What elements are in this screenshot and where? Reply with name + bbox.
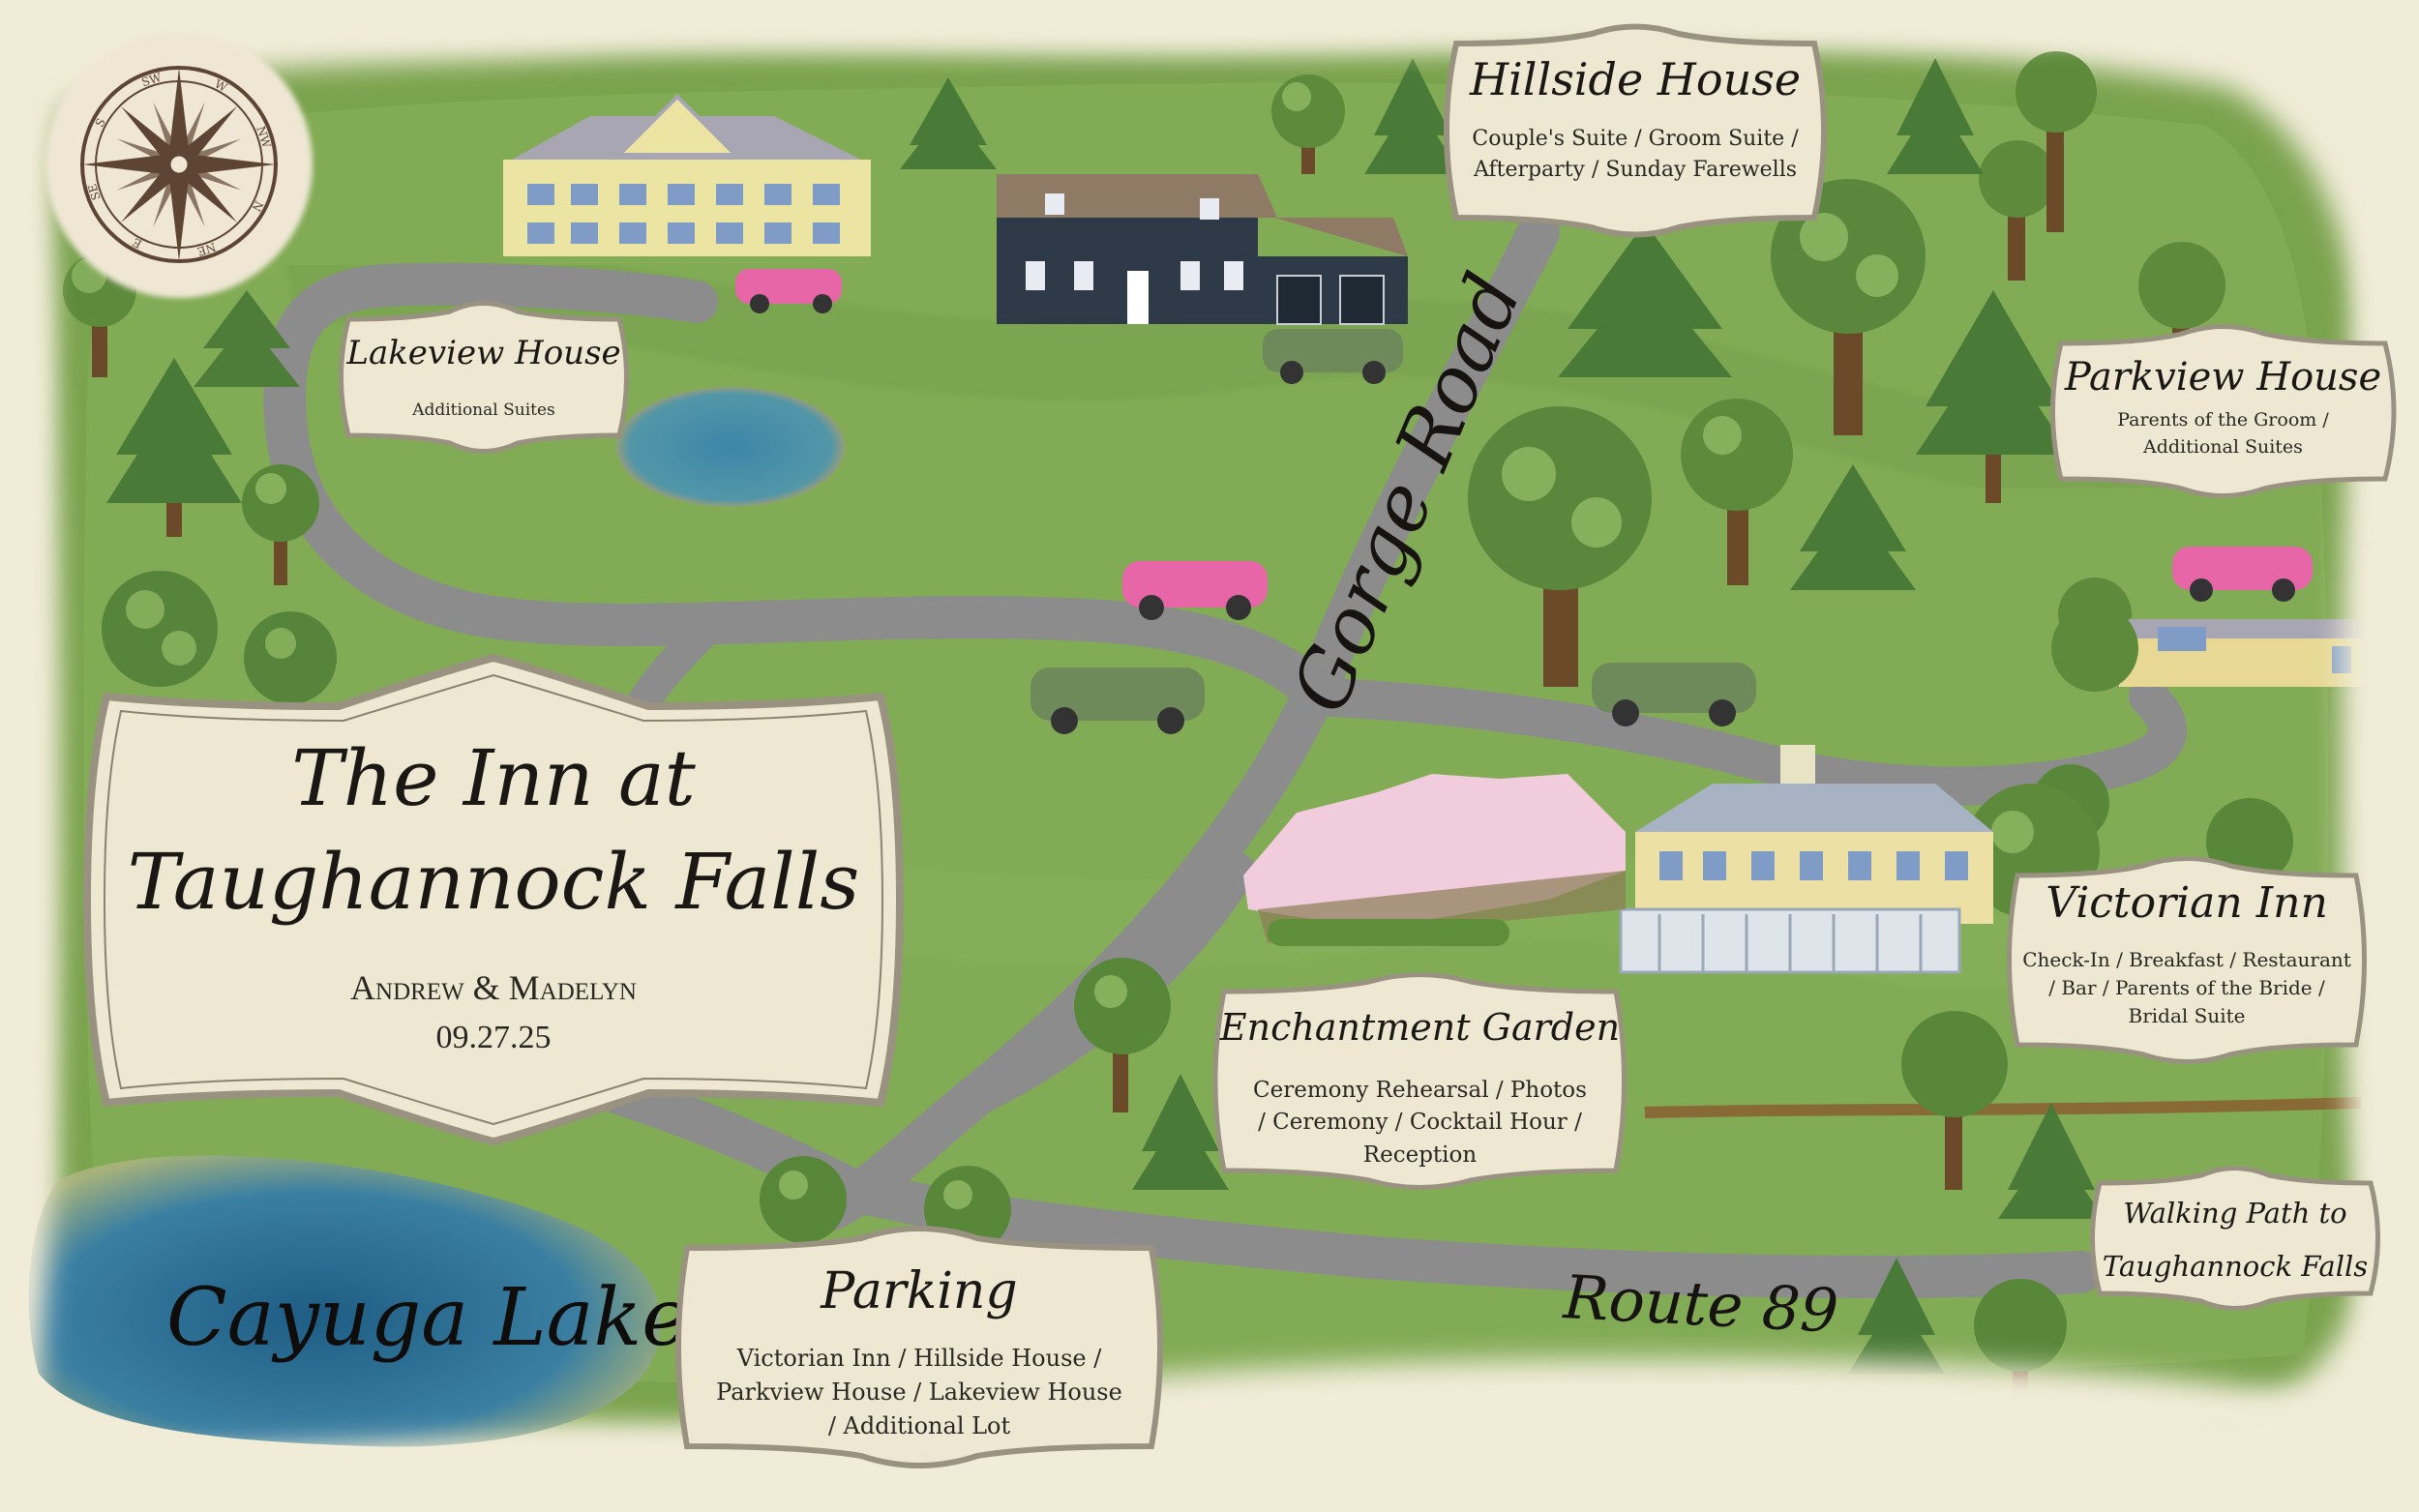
walking-path-title: Walking Path to Taughannock Falls — [2102, 1197, 2369, 1284]
lakeview-house-title: Lakeview House — [346, 334, 621, 372]
tree — [1848, 1258, 1945, 1374]
victorian-inn-desc: Check-In / Breakfast / Restaurant / Bar … — [2022, 948, 2351, 1027]
car-pink — [735, 269, 842, 313]
victorian-inn-title: Victorian Inn — [2046, 878, 2328, 928]
tree — [106, 358, 242, 537]
wedding-date: 09.27.25 — [435, 1020, 552, 1055]
parking-title: Parking — [821, 1262, 1018, 1320]
tree — [900, 77, 997, 169]
walking-path-card: Walking Path to Taughannock Falls — [2076, 1156, 2395, 1320]
venue-title-line2: Taughannock Falls — [127, 837, 860, 927]
tree — [1558, 222, 1732, 377]
tree — [1998, 1103, 2105, 1219]
tree — [244, 611, 337, 704]
parking-desc: Victorian Inn / Hillside House / Parkvie… — [716, 1345, 1122, 1439]
cayuga-lake — [28, 1155, 661, 1447]
tree — [1916, 290, 2071, 503]
tree — [1887, 58, 1984, 174]
tree — [194, 290, 300, 387]
tent — [1243, 774, 1626, 946]
car-pink — [1122, 561, 1268, 620]
tree — [1979, 140, 2056, 281]
enchantment-garden-card: Enchantment Garden Ceremony Rehearsal / … — [1195, 963, 1645, 1200]
pond — [616, 387, 845, 507]
compass-rose: SW NW NE SE S W N E — [45, 31, 313, 298]
hillside-house-building — [997, 174, 1408, 325]
tree — [1901, 1011, 2008, 1190]
parkview-house-title: Parkview House — [2064, 355, 2382, 400]
cayuga-lake-label: Cayuga Lake — [166, 1272, 689, 1364]
tree — [1790, 464, 1916, 590]
victorian-inn-card: Victorian Inn Check-In / Breakfast / Res… — [1993, 846, 2380, 1074]
compass-label-se: SE — [85, 182, 104, 201]
tree — [2016, 51, 2097, 232]
title-card: The Inn at Taughannock Falls Andrew & Ma… — [48, 648, 939, 1151]
hillside-house-card: Hillside House Couple's Suite / Groom Su… — [1427, 15, 1843, 247]
tree — [1681, 399, 1793, 585]
parkview-house-desc: Parents of the Groom / Additional Suites — [2117, 409, 2329, 458]
compass-label-ne: NE — [195, 240, 218, 258]
tree — [1271, 74, 1345, 174]
venue-title-line1: The Inn at — [291, 733, 696, 823]
parking-card: Parking Victorian Inn / Hillside House /… — [658, 1214, 1180, 1480]
hillside-house-title: Hillside House — [1469, 53, 1802, 105]
tree — [1132, 1074, 1229, 1190]
tree — [760, 1156, 847, 1243]
lakeview-house-desc: Additional Suites — [412, 400, 555, 420]
tree — [1468, 406, 1652, 687]
lakeview-house-card: Lakeview House Additional Suites — [324, 290, 643, 464]
compass-label-nw: NW — [254, 125, 274, 151]
car-green — [1030, 667, 1205, 734]
victorian-inn-building — [1619, 745, 1993, 974]
tree — [102, 571, 218, 687]
hillside-house-desc: Couple's Suite / Groom Suite / Afterpart… — [1472, 127, 1799, 182]
route-89-label: Route 89 — [1561, 1261, 1840, 1347]
car-pink — [2172, 547, 2313, 602]
tree — [1364, 58, 1461, 174]
trees — [63, 51, 2293, 1422]
car-green — [1263, 329, 1403, 384]
tree — [1074, 958, 1171, 1112]
compass-label-sw: SW — [140, 70, 164, 89]
couple-names: Andrew & Madelyn — [350, 968, 637, 1007]
lakeview-house-building — [503, 94, 871, 256]
tree — [242, 464, 319, 585]
enchantment-garden-title: Enchantment Garden — [1219, 1006, 1621, 1049]
car-green — [1592, 663, 1756, 726]
parkview-house-building — [2051, 605, 2371, 692]
parkview-house-card: Parkview House Parents of the Groom / Ad… — [2037, 314, 2409, 508]
enchantment-garden-desc: Ceremony Rehearsal / Photos / Ceremony /… — [1253, 1078, 1587, 1168]
